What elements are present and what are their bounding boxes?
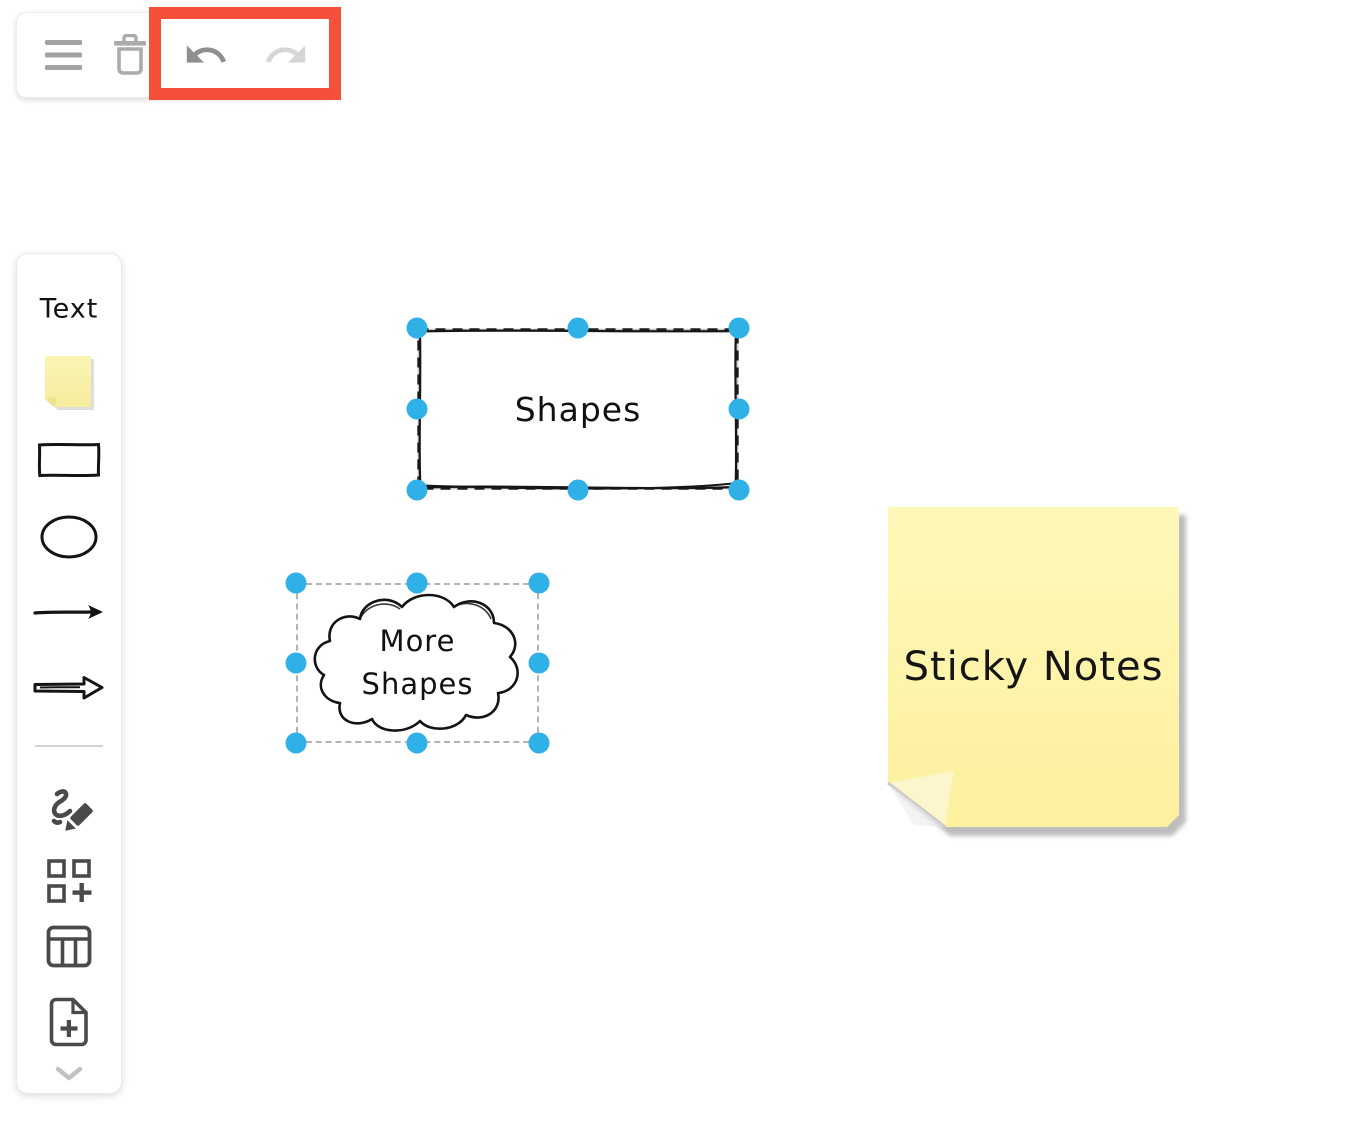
selection-handle[interactable] [406,479,428,501]
menu-button[interactable] [45,39,83,71]
rectangle-shape-label: Shapes [514,389,642,429]
ellipse-icon [40,515,98,559]
undo-button[interactable] [183,32,229,78]
sticky-note-graphic [887,507,1186,836]
cloud-label-line2: Shapes [361,667,474,701]
selection-handle[interactable] [528,572,550,594]
text-tool[interactable]: Text [40,294,99,325]
rectangle-icon [37,442,101,478]
table-tool[interactable] [46,925,92,969]
undo-redo-highlight-annotation [149,7,341,100]
new-document-icon [49,997,88,1047]
block-arrow-icon [33,676,104,700]
arrow-tool[interactable] [33,602,105,622]
redo-button[interactable] [263,32,309,78]
trash-icon [114,34,146,75]
canvas-shape-cloud[interactable]: More Shapes [285,572,550,754]
cloud-label-line1: More [379,624,456,658]
chevron-down-icon [55,1066,83,1081]
selection-handle[interactable] [728,398,750,420]
sketchy-cloud [313,593,519,732]
arrow-icon [33,605,103,619]
selection-handle[interactable] [406,398,428,420]
selection-handle[interactable] [728,479,750,501]
new-document-tool[interactable] [48,997,90,1047]
selection-handle[interactable] [567,479,589,501]
add-shapes-tool[interactable] [46,858,92,904]
menu-icon [45,40,82,70]
sketchy-rectangle [417,328,739,490]
sticky-note-icon [45,356,94,410]
add-shapes-icon [47,859,92,903]
delete-button[interactable] [113,34,147,76]
text-tool-label: Text [39,293,99,325]
selection-handle[interactable] [406,732,428,754]
undo-icon [186,45,227,63]
table-icon [46,925,92,968]
sticky-note-tool[interactable] [42,355,96,413]
selection-handle[interactable] [406,572,428,594]
canvas-shape-sticky-note[interactable]: Sticky Notes [884,503,1194,845]
selection-handle[interactable] [528,732,550,754]
ellipse-tool[interactable] [39,514,99,560]
scribble-tool[interactable] [42,785,96,837]
selection-handle[interactable] [285,572,307,594]
selection-handle[interactable] [528,652,550,674]
sticky-note-label: Sticky Notes [903,644,1164,690]
canvas-shape-rectangle[interactable]: Shapes [406,317,750,501]
redo-icon [265,45,306,63]
selection-handle[interactable] [285,652,307,674]
selection-handle[interactable] [285,732,307,754]
more-tools-button[interactable] [55,1066,83,1082]
block-arrow-tool[interactable] [32,674,106,702]
selection-handle[interactable] [567,317,589,339]
palette-divider [35,745,103,747]
top-toolbar [16,12,334,98]
cloud-shape-label: More Shapes [296,583,539,743]
tool-palette: Text [16,253,122,1094]
scribble-pen-icon [51,789,93,831]
rectangle-tool[interactable] [37,442,101,478]
selection-handle[interactable] [728,317,750,339]
selection-handle[interactable] [406,317,428,339]
